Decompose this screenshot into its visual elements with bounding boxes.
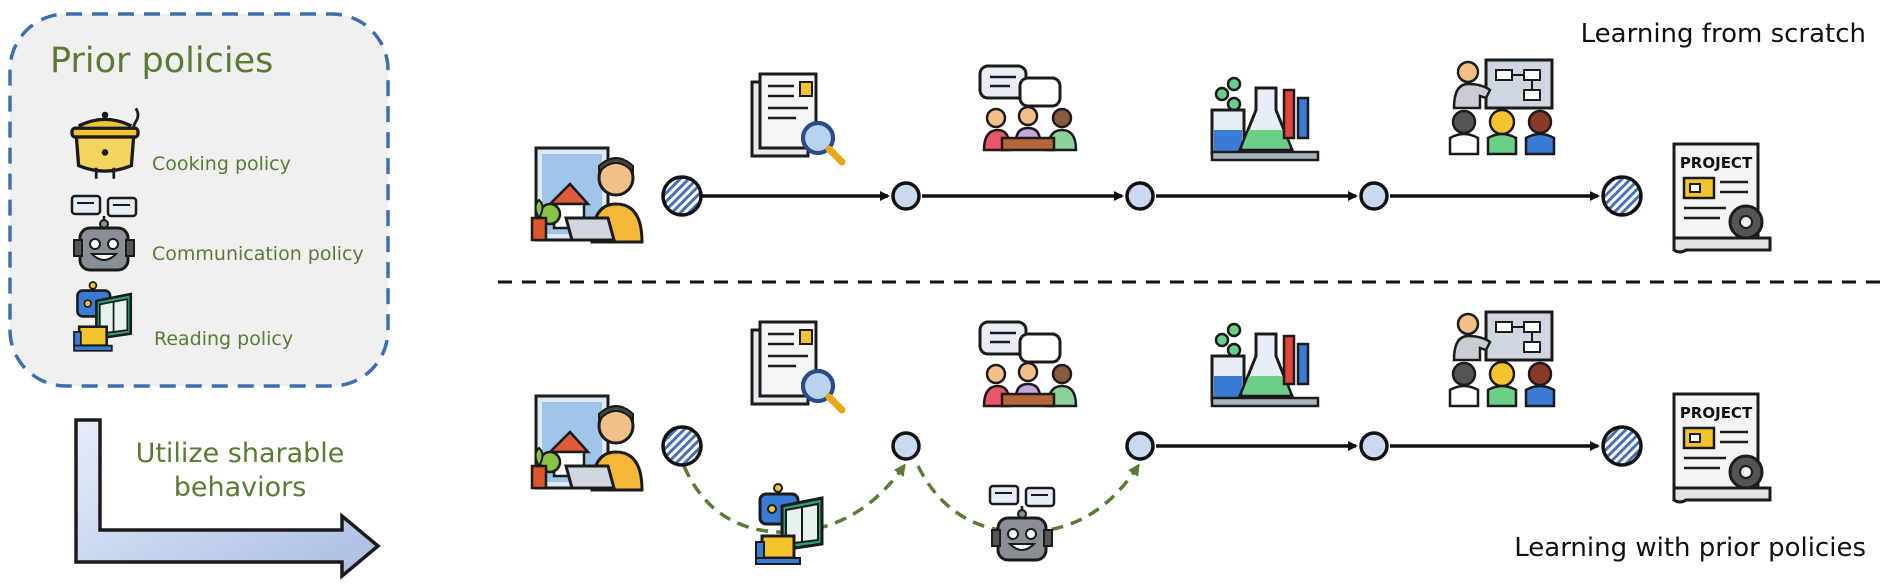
utilize-arrow — [74, 418, 381, 580]
prior-start-node — [661, 425, 703, 467]
presentation-audience-icon-2 — [1448, 310, 1556, 408]
learning-with-prior-label: Learning with prior policies — [1514, 533, 1866, 563]
chat-robot-skip-icon — [988, 484, 1056, 562]
prior-policy-skips — [682, 463, 1140, 534]
person-laptop-icon — [530, 146, 644, 244]
prior-policies-title: Prior policies — [50, 41, 273, 81]
scratch-end-node — [1601, 175, 1643, 217]
presentation-audience-icon — [1448, 58, 1556, 156]
project-label-2: PROJECT — [1680, 404, 1753, 422]
reading-robot-skip-icon — [754, 482, 824, 566]
scratch-node-2 — [1125, 181, 1155, 211]
research-document-icon — [752, 74, 842, 162]
project-doc-icon-2: PROJECT — [1672, 392, 1772, 504]
chemistry-lab-icon-2 — [1210, 322, 1320, 408]
scratch-node-1 — [891, 181, 921, 211]
meeting-discussion-icon — [978, 64, 1078, 152]
cooking-policy-label: Cooking policy — [152, 153, 291, 175]
learning-from-scratch-label: Learning from scratch — [1581, 19, 1866, 49]
prior-node-1 — [891, 431, 921, 461]
project-doc-icon: PROJECT — [1672, 142, 1772, 254]
research-document-icon-2 — [752, 322, 842, 410]
prior-node-2 — [1125, 431, 1155, 461]
reading-policy-label: Reading policy — [154, 328, 293, 350]
chemistry-lab-icon — [1210, 76, 1320, 162]
meeting-discussion-icon-2 — [978, 320, 1078, 408]
prior-node-3 — [1359, 431, 1389, 461]
scratch-start-node — [661, 175, 703, 217]
utilize-caption-line2: behaviors — [174, 472, 307, 503]
person-laptop-icon-2 — [530, 394, 644, 492]
scratch-node-3 — [1359, 181, 1389, 211]
utilize-caption-line1: Utilize sharable — [136, 438, 345, 469]
prior-end-node — [1601, 425, 1643, 467]
communication-policy-label: Communication policy — [152, 243, 364, 265]
project-label: PROJECT — [1680, 154, 1753, 172]
